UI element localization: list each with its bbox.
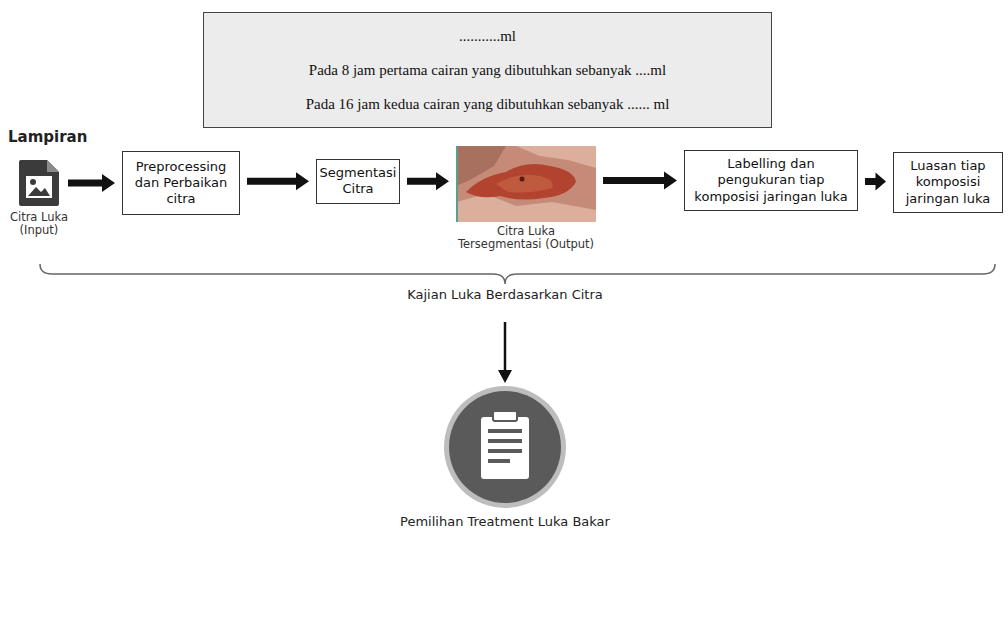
process-box: Labelling dan pengukuran tiap komposisi … — [684, 150, 858, 211]
down-arrow-shaft — [504, 322, 507, 372]
image-ground — [456, 146, 596, 222]
icon-ring — [444, 386, 566, 508]
clipboard-clip — [493, 411, 517, 421]
picture-mountain — [28, 187, 50, 196]
clipboard-line — [488, 449, 522, 453]
fluid-note-panel: ...........mlPada 8 jam pertama cairan y… — [203, 12, 772, 128]
figure-caption: Citra Luka (Input) — [3, 211, 75, 237]
panel-line: Pada 16 jam kedua cairan yang dibutuhkan… — [306, 96, 670, 113]
clipboard-board — [481, 417, 529, 479]
figure-graphic — [443, 385, 567, 509]
group-bracket — [40, 264, 995, 284]
process-box: Preprocessing dan Perbaikan citra — [122, 151, 240, 215]
wound-region — [466, 164, 576, 200]
flow-arrow — [247, 172, 309, 190]
down-arrow-head — [498, 370, 512, 383]
figure-caption: Pemilihan Treatment Luka Bakar — [400, 515, 610, 530]
wound-spot — [520, 177, 525, 182]
figure-caption: Citra Luka Tersegmentasi (Output) — [456, 225, 596, 251]
clipboard-line — [488, 439, 522, 443]
icon-disc — [449, 391, 561, 503]
box-label: Labelling dan pengukuran tiap komposisi … — [691, 156, 851, 205]
file-shape — [19, 160, 59, 206]
box-label: Preprocessing dan Perbaikan citra — [129, 159, 233, 208]
input-image-node: Citra Luka (Input) — [3, 158, 75, 237]
flow-arrow — [68, 174, 115, 192]
process-box: Segmentasi Citra — [316, 159, 400, 204]
panel-line: ...........ml — [459, 28, 516, 45]
clipboard-line — [488, 459, 510, 463]
box-label: Luasan tiap komposisi jaringan luka — [900, 158, 996, 207]
file-fold — [47, 160, 59, 172]
section-heading: Lampiran — [8, 128, 128, 146]
clipboard-icon — [443, 385, 567, 509]
image-edge — [456, 146, 458, 222]
segmented-wound-image — [456, 146, 596, 222]
flow-arrow — [407, 172, 449, 190]
output-image-node: Citra Luka Tersegmentasi (Output) — [456, 146, 596, 251]
picture-frame — [26, 176, 52, 198]
treatment-node: Pemilihan Treatment Luka Bakar — [395, 385, 615, 530]
flow-arrow — [865, 172, 886, 190]
picture-sun — [30, 179, 36, 185]
process-box: Luasan tiap komposisi jaringan luka — [893, 152, 1003, 213]
image-file-icon — [17, 158, 61, 208]
flow-arrow — [603, 171, 677, 189]
box-label: Segmentasi Citra — [320, 165, 397, 198]
wound-inner — [496, 175, 553, 193]
figure-graphic — [456, 146, 596, 222]
figure-graphic — [17, 158, 61, 208]
clipboard-line — [488, 429, 522, 433]
group-label: Kajian Luka Berdasarkan Citra — [405, 287, 605, 303]
panel-line: Pada 8 jam pertama cairan yang dibutuhka… — [309, 62, 666, 79]
